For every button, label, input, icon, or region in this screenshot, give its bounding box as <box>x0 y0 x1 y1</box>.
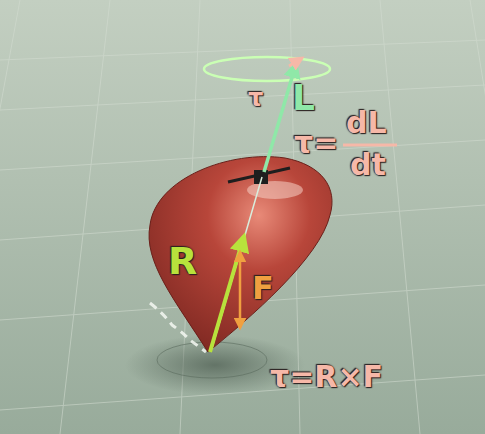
force-label: F <box>252 272 274 304</box>
torque-equation: τ= <box>294 128 338 158</box>
angular-momentum-label: L <box>292 80 315 116</box>
torque-symbol: τ <box>248 86 263 110</box>
fraction-denominator: dt <box>350 150 386 180</box>
torque-equation: τ=R×F <box>270 362 383 392</box>
radius-label: R <box>168 242 197 280</box>
fraction-numerator: dL <box>346 108 387 138</box>
